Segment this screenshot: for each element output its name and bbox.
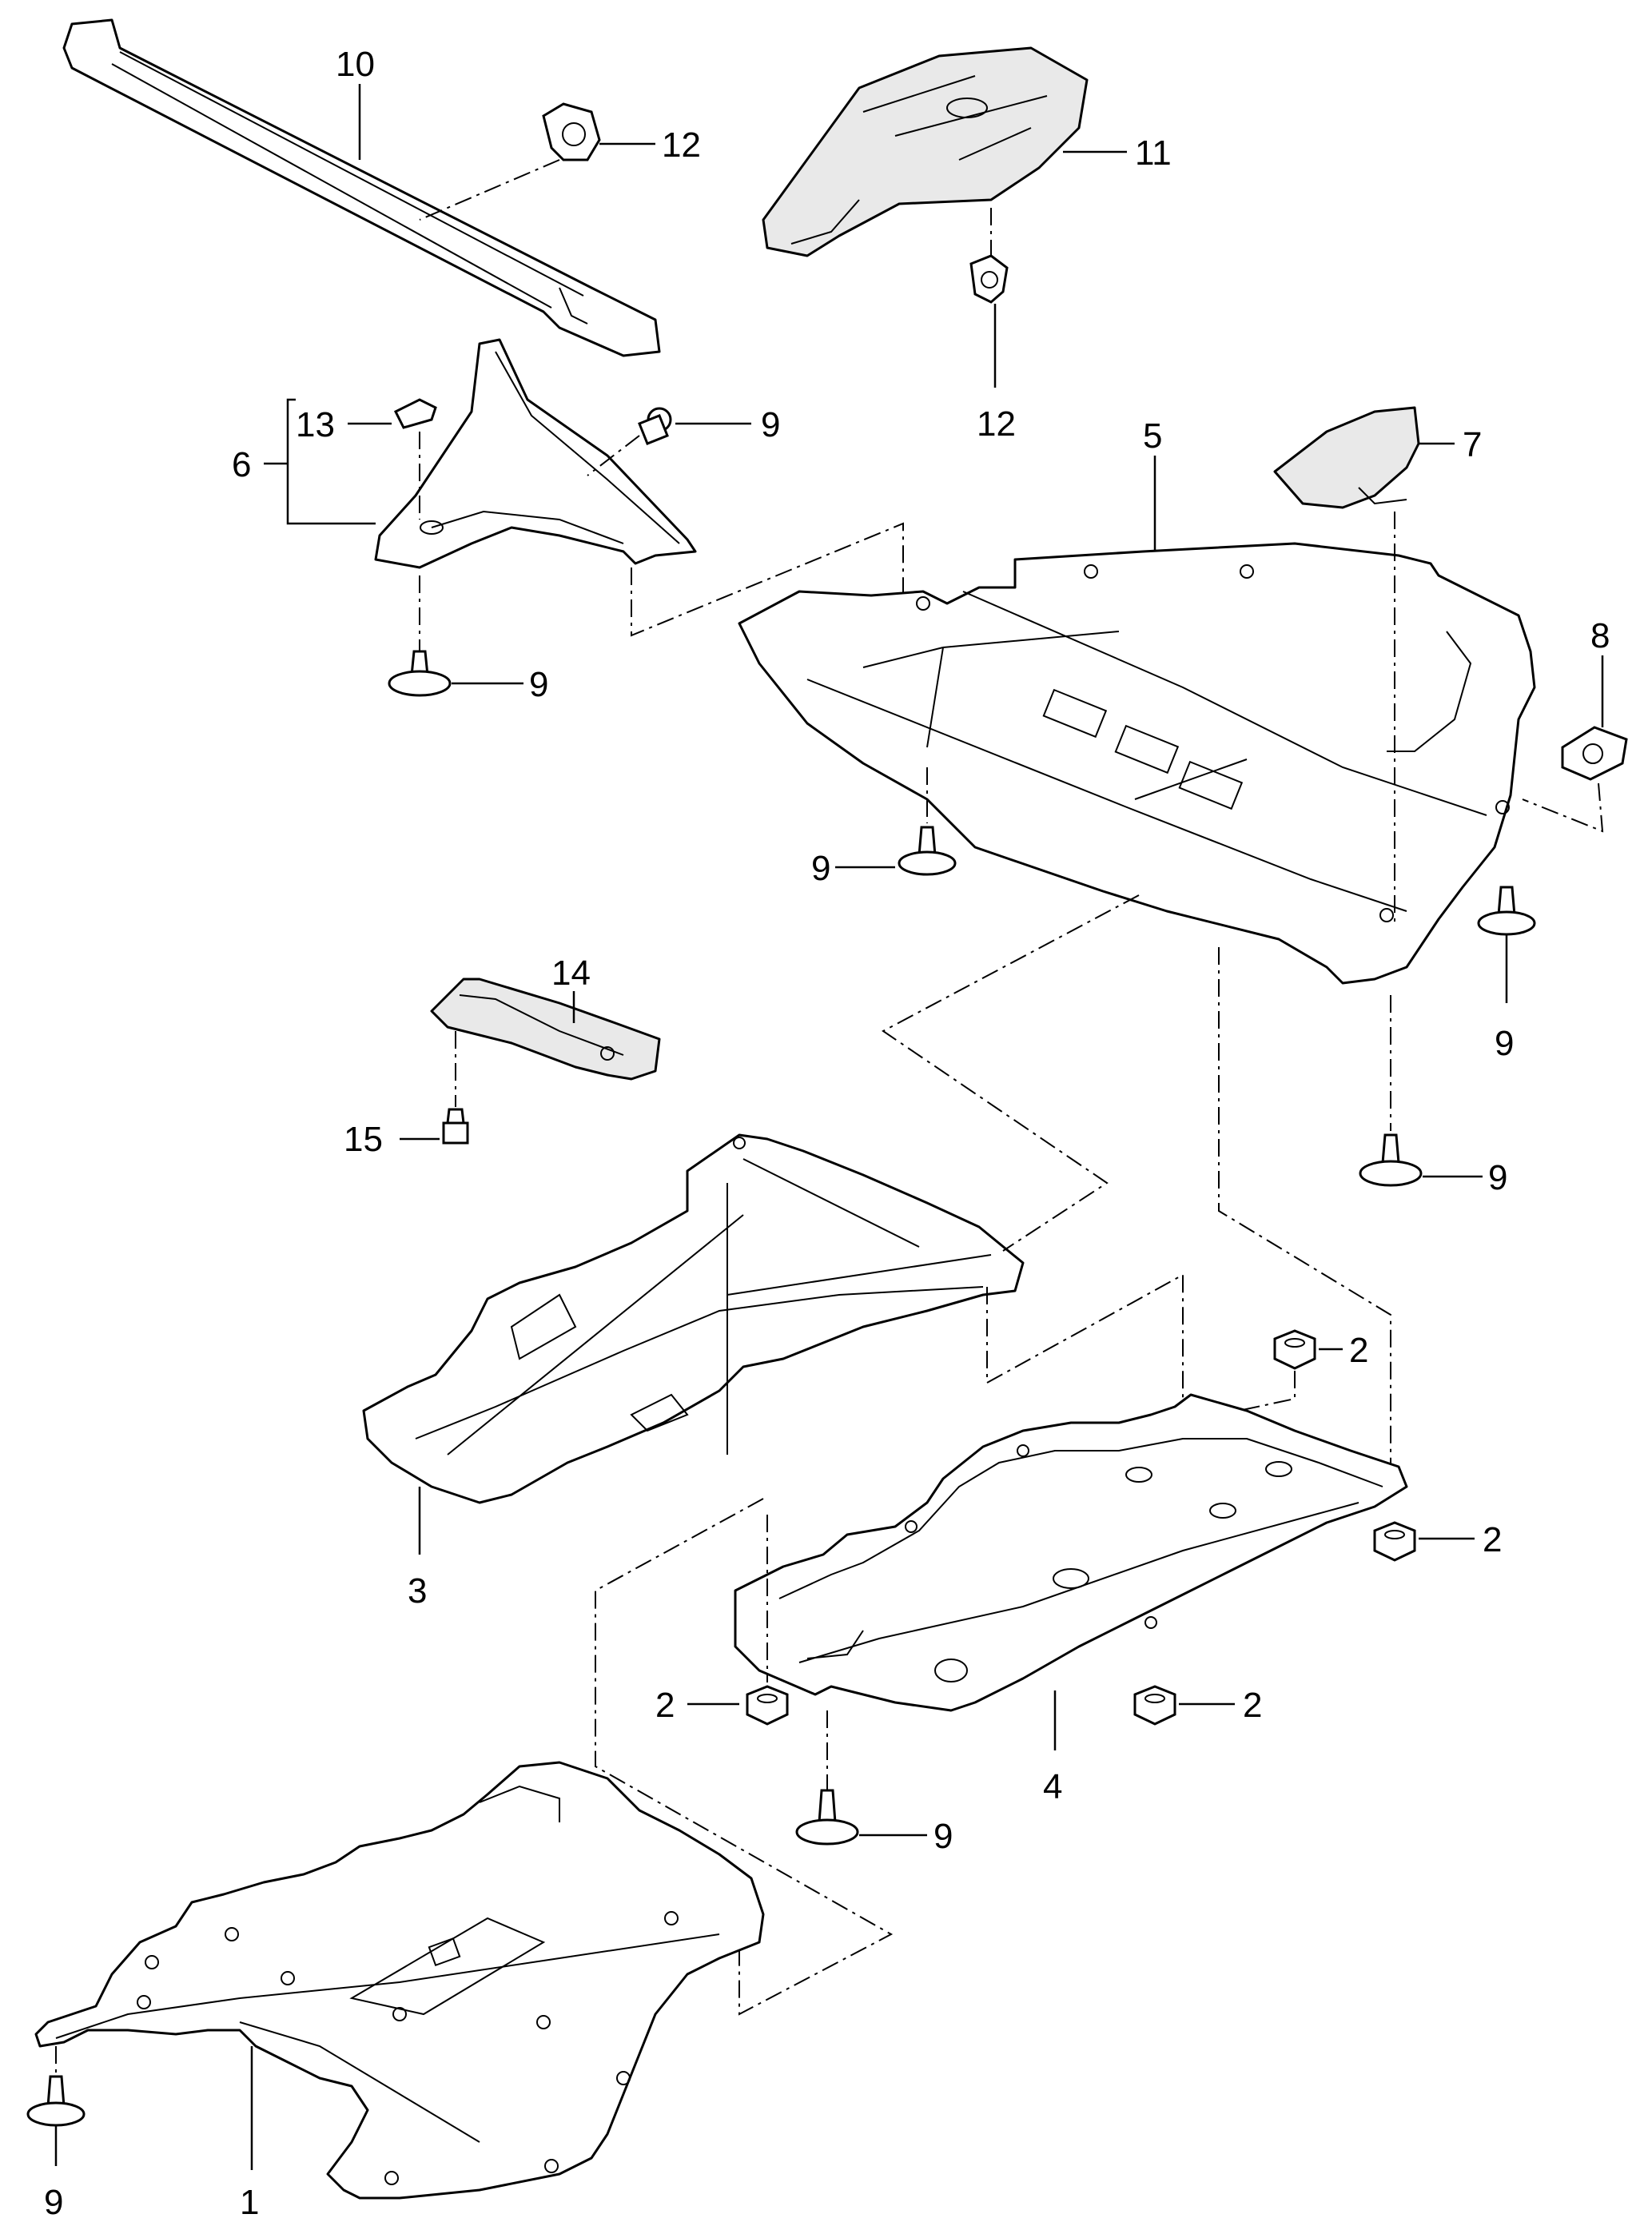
- callout-2-top: 2: [1349, 1331, 1368, 1370]
- screw-9-upper: [638, 407, 672, 445]
- callout-2-lower-left: 2: [655, 1686, 675, 1725]
- dashdot-3-to-4: [986, 1273, 1184, 1399]
- callout-12-lower: 12: [977, 404, 1016, 444]
- callout-1: 1: [240, 2183, 259, 2222]
- nut-2-lower-left: [746, 1685, 789, 1726]
- part-3-middle-panel: [362, 1133, 1025, 1504]
- dashdot-5-to-4: [1218, 947, 1391, 1467]
- screw-9-left: [388, 650, 452, 697]
- dashdot-4-to-1: [595, 1498, 894, 2016]
- dashdot-3-to-5: [882, 894, 1140, 1252]
- callout-9-right: 9: [1495, 1024, 1514, 1063]
- part-1-front-panel: [34, 1761, 765, 2200]
- callout-5: 5: [1143, 416, 1162, 456]
- callout-3: 3: [408, 1571, 427, 1611]
- part-6-bracket: [374, 338, 697, 569]
- part-12-clip-upper-left: [542, 102, 601, 161]
- callout-9-part4: 9: [933, 1817, 953, 1856]
- part-12-clip-lower: [969, 254, 1009, 304]
- part-4-lower-right-panel: [734, 1393, 1408, 1712]
- callout-9-lower-right: 9: [1488, 1158, 1507, 1197]
- part-13-clip: [393, 398, 437, 429]
- callout-6: 6: [232, 445, 251, 484]
- nut-2-lower-right: [1133, 1685, 1176, 1726]
- screw-9-mid: [898, 826, 957, 876]
- screw-15: [442, 1108, 469, 1145]
- callout-11: 11: [1135, 133, 1172, 173]
- part-11-heat-shield: [762, 46, 1089, 257]
- part-7-small-shield: [1273, 406, 1420, 509]
- callout-14: 14: [551, 954, 591, 993]
- callout-9-left: 9: [529, 665, 548, 704]
- callout-15: 15: [344, 1120, 383, 1159]
- callout-9-part1: 9: [44, 2183, 63, 2222]
- nut-2-right: [1373, 1521, 1416, 1562]
- callout-9-mid: 9: [811, 849, 830, 888]
- part-14-mount-plate: [430, 978, 661, 1081]
- screw-9-lower-right: [1359, 1133, 1423, 1187]
- part-8-nut-clip: [1561, 726, 1628, 781]
- callout-8: 8: [1590, 616, 1610, 655]
- callout-9-upper: 9: [761, 405, 780, 444]
- callout-12-upper: 12: [662, 125, 701, 165]
- screw-9-part4: [795, 1789, 859, 1846]
- dashdot-6-to-5: [631, 522, 904, 637]
- callout-2-right: 2: [1483, 1520, 1502, 1559]
- callout-13: 13: [296, 405, 335, 444]
- nut-2-top: [1273, 1329, 1316, 1370]
- callout-4: 4: [1043, 1767, 1062, 1806]
- callout-7: 7: [1463, 425, 1482, 464]
- dashdot-9-to-6: [587, 435, 640, 476]
- dashdot-2-top-to-4: [1238, 1371, 1296, 1412]
- callout-10: 10: [336, 45, 375, 84]
- callout-2-lower-right: 2: [1243, 1686, 1262, 1725]
- dashdot-8-to-5: [1522, 782, 1604, 833]
- bracket-6-13: [264, 398, 392, 525]
- screw-9-right: [1477, 886, 1536, 936]
- part-5-rear-panel: [738, 542, 1536, 985]
- part-10-cross-member: [62, 18, 661, 357]
- screw-9-part1: [26, 2075, 86, 2127]
- dashdot-12-to-10: [419, 159, 560, 221]
